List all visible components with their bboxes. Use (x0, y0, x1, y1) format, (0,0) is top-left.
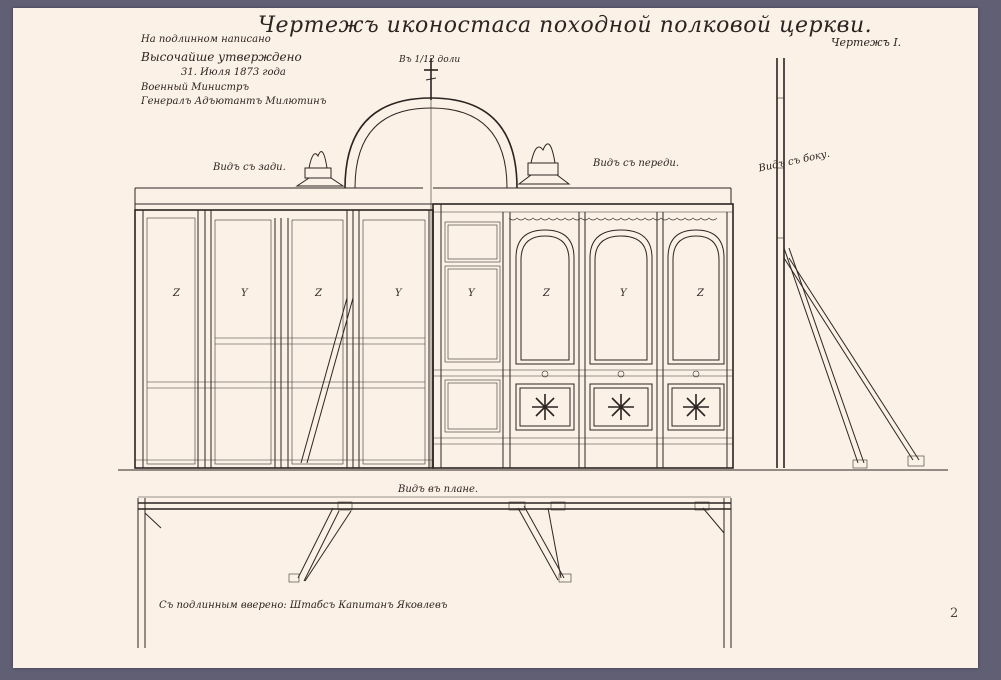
rear-view-drawing (134, 58, 518, 469)
panel-letter: Z (315, 288, 322, 299)
plan-view-label: Видъ въ плане. (398, 484, 479, 495)
panel-letter: Y (241, 288, 248, 299)
front-view-label: Видъ съ переди. (593, 158, 680, 169)
scale-note: Въ 1/12 доли (399, 55, 461, 65)
side-view-label: Видъ съ зади. (213, 162, 286, 173)
plan-view-drawing (137, 496, 732, 648)
front-view-drawing (432, 143, 734, 469)
profile-view-drawing (776, 58, 925, 469)
approval-note-line1: На подлинном написано (141, 34, 271, 45)
panel-letter: Z (543, 288, 550, 299)
panel-letter: Z (173, 288, 180, 299)
panel-letter: Y (468, 288, 475, 299)
approval-note-line5: Генералъ Адъютантъ Милютинъ (141, 96, 327, 107)
approval-note-line3: 31. Июля 1873 года (181, 67, 286, 78)
approval-note-line4: Военный Министръ (141, 82, 250, 93)
sheet-number: Чертежъ I. (831, 36, 902, 49)
technical-drawing (118, 58, 948, 648)
panel-letter: Y (395, 288, 402, 299)
panel-letter: Z (697, 288, 704, 299)
page-number: 2 (950, 606, 959, 621)
panel-letter: Y (620, 288, 627, 299)
certification-signature: Съ подлинным вверено: Штабсъ Капитанъ Як… (159, 600, 448, 611)
drawing-title: Чертежъ иконостаса походной полковой цер… (258, 13, 873, 38)
approval-note-line2: Высочайше утверждено (141, 50, 302, 64)
drawing-sheet: Чертежъ иконостаса походной полковой цер… (13, 8, 978, 668)
